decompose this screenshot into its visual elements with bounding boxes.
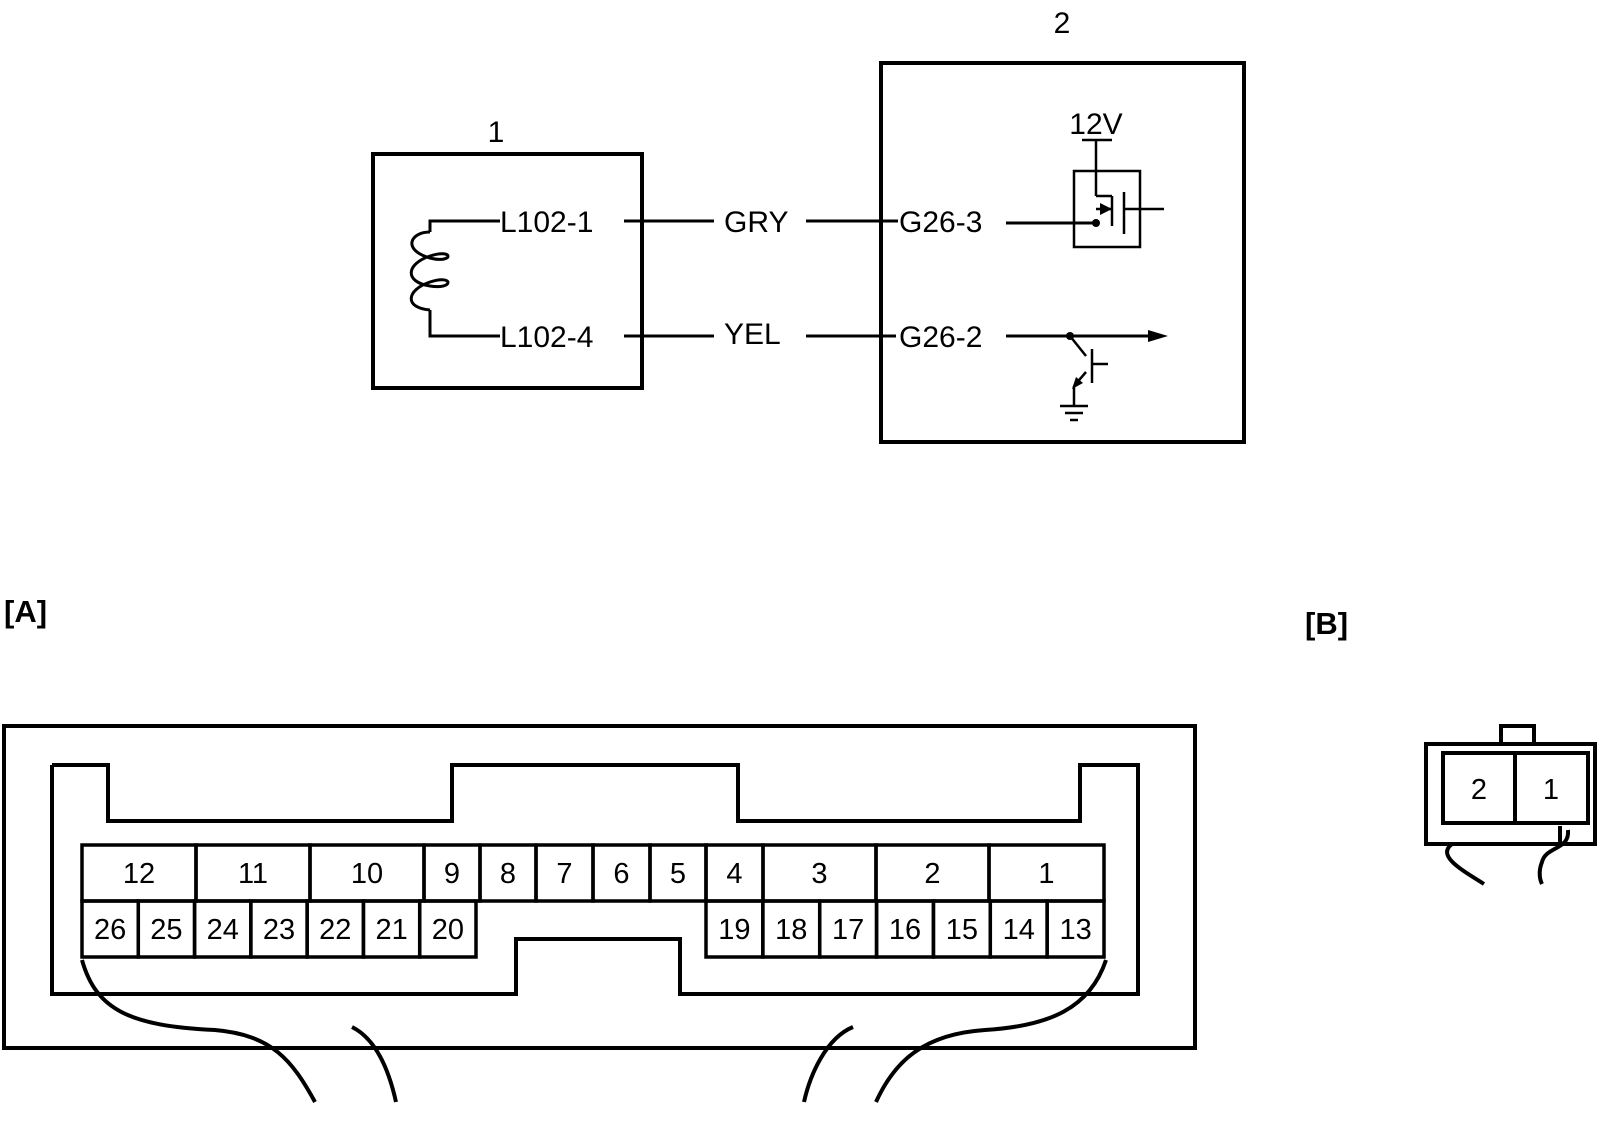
- connector-a-pin-25: 25: [150, 914, 182, 946]
- connector-a-pin-3: 3: [811, 858, 827, 890]
- wire-color-yel: YEL: [724, 318, 781, 351]
- connector-a-pin-7: 7: [556, 858, 572, 890]
- connector-a-pin-4: 4: [726, 858, 742, 890]
- mosfet-symbol: 12V: [1006, 108, 1164, 249]
- schematic: 1 L102-1 L102-4 GRY YEL 2 G26-3 G26-2 12…: [371, 7, 1246, 444]
- connector-a-pin-23: 23: [263, 914, 295, 946]
- connector-a-pin-11: 11: [238, 858, 268, 890]
- connector-a-pin-12: 12: [123, 858, 155, 890]
- connector-a-pin-2: 2: [924, 858, 940, 890]
- wire-color-gry: GRY: [724, 206, 788, 239]
- connector-a-pin-16: 16: [889, 914, 921, 946]
- component-2-box: [879, 61, 1246, 444]
- connector-a-pin-17: 17: [832, 914, 864, 946]
- connector-a-pin-5: 5: [670, 858, 686, 890]
- connector-a-pin-10: 10: [351, 858, 383, 890]
- component-2-label: 2: [1054, 7, 1071, 40]
- connector-a-pin-13: 13: [1059, 914, 1091, 946]
- connector-a-housing: [2, 724, 1197, 1050]
- connector-b-latch: [1499, 724, 1536, 746]
- coil-symbol: [409, 219, 500, 338]
- component-1-box: [371, 152, 644, 390]
- connector-a-pin-13-cell: [1045, 899, 1106, 959]
- transistor-symbol: [1006, 330, 1168, 422]
- connector-a-inner-outline: [50, 763, 1140, 996]
- connector-a-pin-18: 18: [775, 914, 807, 946]
- pin-g26-2: G26-2: [899, 321, 982, 354]
- connector-a-pin-24: 24: [207, 914, 239, 946]
- connector-a-pin-21: 21: [375, 914, 407, 946]
- pin-g26-3: G26-3: [899, 206, 982, 239]
- connector-a-pin-26: 26: [94, 914, 126, 946]
- pin-l102-4: L102-4: [500, 321, 593, 354]
- connector-a-pin-8: 8: [500, 858, 516, 890]
- supply-12v-label: 12V: [1069, 108, 1122, 141]
- connector-a-pin-19: 19: [718, 914, 750, 946]
- connector-b-pin-1: 1: [1543, 774, 1559, 806]
- connector-a-pin-20: 20: [432, 914, 464, 946]
- connector-b: [B] 2 1: [1305, 606, 1597, 886]
- connector-a-label: [A]: [4, 594, 47, 629]
- connector-a-pin-15: 15: [946, 914, 978, 946]
- connector-b-label: [B]: [1305, 606, 1348, 641]
- connector-a-pin-6: 6: [613, 858, 629, 890]
- connector-a-pin-9: 9: [444, 858, 460, 890]
- connector-b-housing: [1424, 742, 1597, 846]
- connector-a-pin-14: 14: [1003, 914, 1035, 946]
- component-1-label: 1: [488, 116, 505, 149]
- connector-b-pin-2: 2: [1471, 774, 1487, 806]
- pin-l102-1: L102-1: [500, 206, 593, 239]
- connector-a-pin-1: 1: [1038, 858, 1054, 890]
- connector-a-pin-22: 22: [319, 914, 351, 946]
- connector-a-pin-20-cell: [417, 899, 478, 959]
- connector-a-wires: [80, 959, 1108, 1103]
